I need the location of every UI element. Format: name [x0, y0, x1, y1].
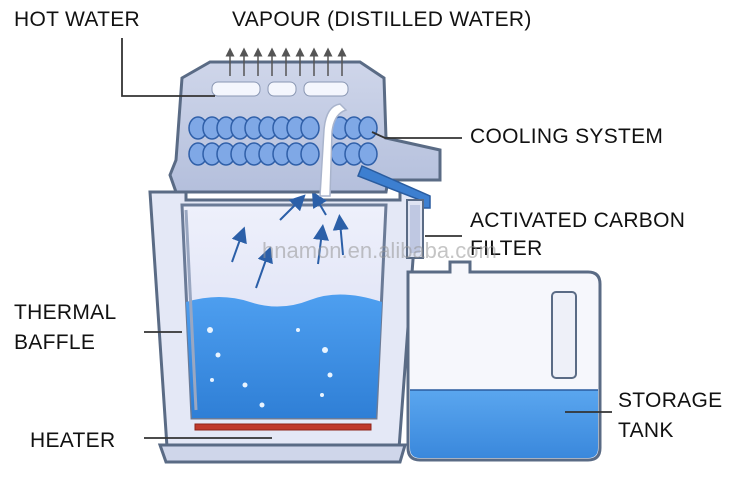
thermal-baffle-label-line2: BAFFLE [14, 331, 96, 354]
boiling-chamber [180, 203, 388, 420]
cooling-system-leader [371, 131, 462, 139]
heater-element [194, 423, 372, 431]
thermal-baffle [184, 209, 198, 411]
storage-tank [406, 260, 602, 462]
carbon-filter [406, 199, 424, 259]
cooling-system-label: COOLING SYSTEM [470, 125, 664, 148]
tank-handle [551, 291, 577, 379]
thermal-baffle-label-line1: THERMAL [14, 301, 117, 324]
leader-lines [121, 38, 612, 439]
storage-tank-label-line2: TANK [618, 419, 674, 442]
vapour-column [319, 103, 348, 197]
vapour-label: VAPOUR (DISTILLED WATER) [232, 8, 532, 31]
hot-water-label: HOT WATER [14, 8, 140, 31]
watermark: hnamon.en.alibaba.com [262, 238, 497, 263]
storage-tank-label-line1: STORAGE [618, 389, 723, 412]
hot-water-leader [121, 38, 215, 97]
carbon-filter-label-line1: ACTIVATED CARBON [470, 209, 686, 232]
carbon-filter-label-line2: FILTER [470, 237, 543, 260]
cooling-coils [188, 116, 378, 166]
vapour-arrows [231, 191, 349, 289]
heater-label: HEATER [30, 429, 116, 452]
bubbles [207, 327, 333, 408]
vent-arrows [225, 47, 347, 76]
